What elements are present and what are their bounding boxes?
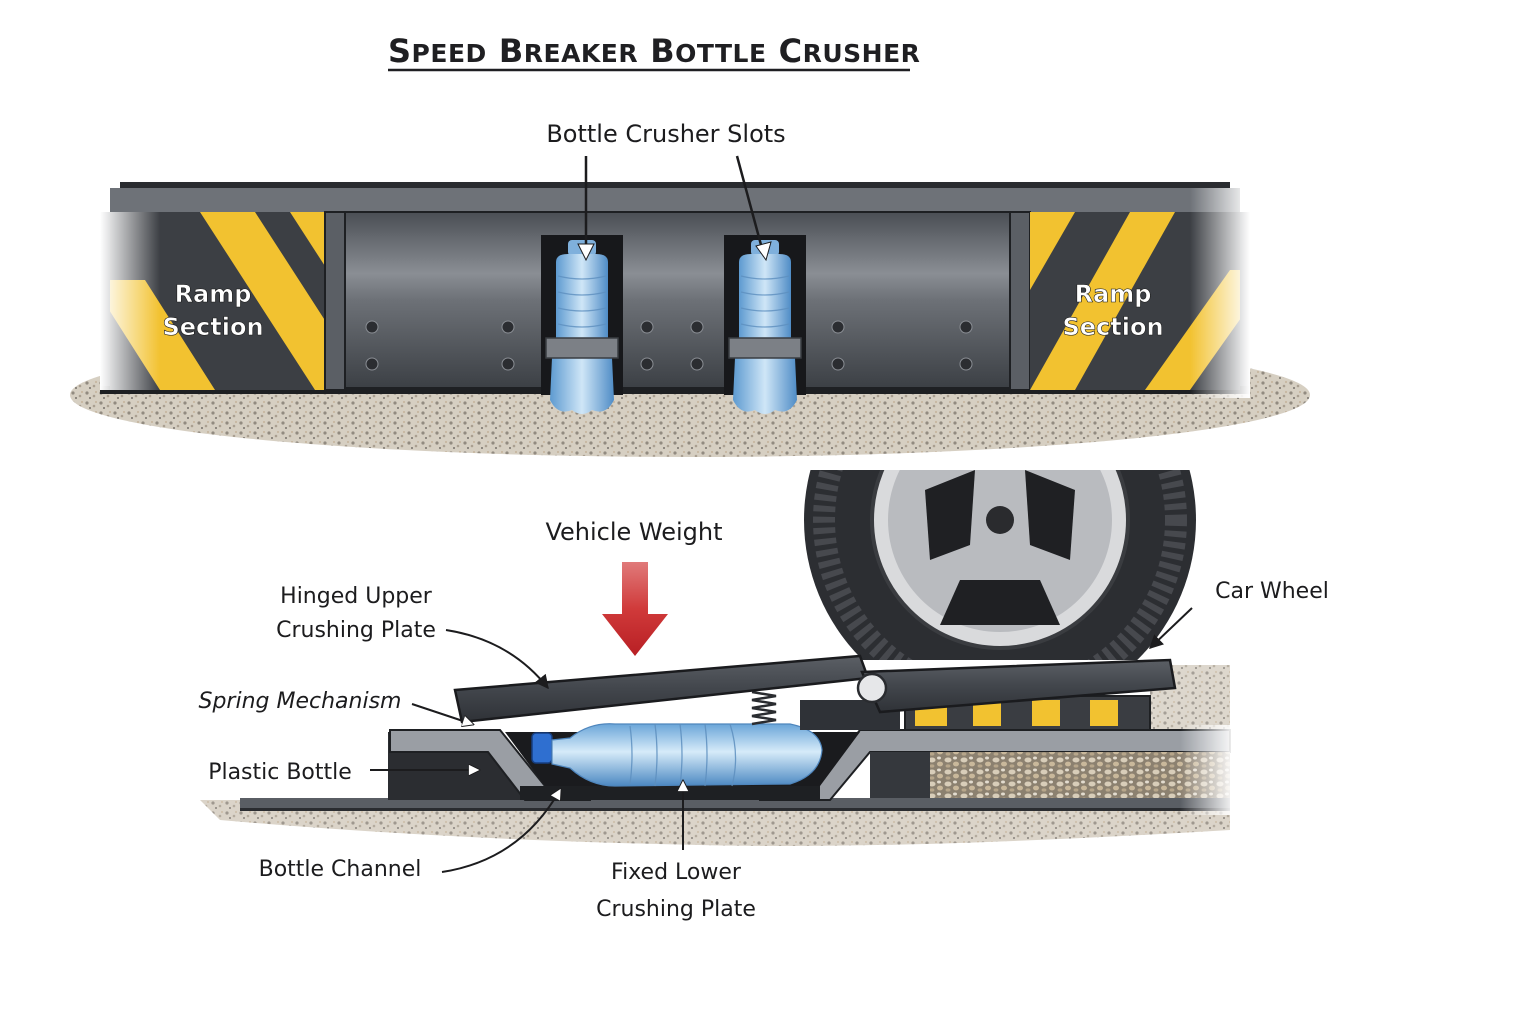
bottle-body: [739, 254, 791, 350]
car-wheel: [804, 470, 1196, 660]
bottle-channel-floor: [520, 786, 820, 800]
svg-text:SPEED BREAKER BOTT: SPEED BREAKER BOTTLE CRUSHER: [388, 32, 920, 70]
spring-mechanism: [751, 690, 777, 726]
wheel-hub: [986, 506, 1014, 534]
bolt: [501, 320, 515, 334]
vehicle-weight-arrow: [602, 562, 668, 656]
label-spring-mechanism: Spring Mechanism: [199, 689, 402, 714]
bottle-slot-1: [541, 235, 623, 414]
crushed-bottle-end: [550, 358, 614, 414]
bottle-slot-2: [724, 235, 806, 414]
pointer-line-slot-2: [735, 155, 766, 257]
center-panel: [344, 211, 1011, 389]
bolt: [959, 357, 973, 371]
leader-car-wheel: [1148, 607, 1193, 649]
support-block: [870, 752, 930, 798]
bolt: [365, 357, 379, 371]
bottle-body: [556, 254, 608, 350]
leader-upper-plate: [445, 629, 549, 690]
bottle-clamp-band: [545, 337, 619, 359]
bolt: [690, 320, 704, 334]
hazard-stripe: [1030, 212, 1075, 290]
label-lower-plate-line1: Fixed Lower: [611, 860, 742, 885]
bottle-cap: [531, 732, 553, 764]
bolt: [831, 320, 845, 334]
svg-text:Section: Section: [162, 313, 263, 341]
ramp-label-left: Ramp Section: [162, 280, 264, 342]
label-upper-plate-line1: Hinged Upper: [280, 584, 433, 609]
bottle-clamp-band: [728, 337, 802, 359]
label-vehicle-weight: Vehicle Weight: [545, 518, 722, 546]
hazard-stripe: [290, 212, 325, 267]
title-part-4-big: C: [779, 32, 803, 70]
top-view-speed-breaker: Ramp Section Ramp Section Bottle Crusher…: [70, 120, 1310, 457]
crushed-bottle-end: [733, 358, 797, 414]
bolt: [690, 357, 704, 371]
hazard-stripe: [1030, 212, 1175, 390]
bottle-body: [551, 723, 823, 787]
hinge-pin: [856, 672, 888, 704]
label-bottle-channel: Bottle Channel: [259, 857, 422, 882]
title-part-1-small: PEED: [412, 39, 487, 68]
label-car-wheel: Car Wheel: [1215, 579, 1329, 604]
label-bottle-crusher-slots: Bottle Crusher Slots: [546, 120, 785, 148]
svg-text:Ramp: Ramp: [1075, 280, 1152, 308]
bolt: [640, 357, 654, 371]
rim-spoke-gaps: [925, 470, 1075, 625]
plastic-bottle: [531, 723, 823, 787]
title-part-4-small: RUSHER: [803, 39, 921, 68]
bolt: [831, 357, 845, 371]
ground-gravel: [200, 800, 1230, 846]
bolt: [365, 320, 379, 334]
bolt: [959, 320, 973, 334]
cross-section-view: Vehicle Weight Hinged Upper Crushing Pla…: [199, 470, 1329, 922]
pointer-arrowhead: [755, 241, 772, 262]
title-part-3-small: OTTLE: [675, 39, 766, 68]
title-part-1-big: S: [388, 32, 412, 70]
bolt: [501, 357, 515, 371]
breaker-top-rim: [120, 182, 1230, 188]
svg-text:Ramp: Ramp: [175, 280, 252, 308]
panel-bolts: [365, 320, 973, 371]
svg-text:Section: Section: [1062, 313, 1163, 341]
pointer-arrowhead: [577, 243, 595, 262]
title-part-2-small: REAKER: [524, 39, 638, 68]
title-part-3-big: B: [650, 32, 675, 70]
divider-post: [1009, 211, 1031, 391]
leader-spring: [411, 703, 472, 724]
hazard-stripe: [200, 212, 325, 390]
diagram-title: SPEED BREAKER BOTTLE CRUSHER: [388, 32, 920, 72]
leader-bottle-channel: [441, 790, 560, 873]
divider-post: [324, 211, 346, 391]
label-lower-plate-line2: Crushing Plate: [596, 897, 756, 922]
label-plastic-bottle: Plastic Bottle: [208, 760, 352, 785]
tire-tread: [813, 470, 1187, 660]
ramp-label-right: Ramp Section: [1062, 280, 1164, 342]
breaker-top-edge: [110, 188, 1240, 212]
label-upper-plate-line2: Crushing Plate: [276, 618, 436, 643]
title-part-2-big: B: [499, 32, 524, 70]
bolt: [640, 320, 654, 334]
base-rail: [240, 798, 1230, 808]
